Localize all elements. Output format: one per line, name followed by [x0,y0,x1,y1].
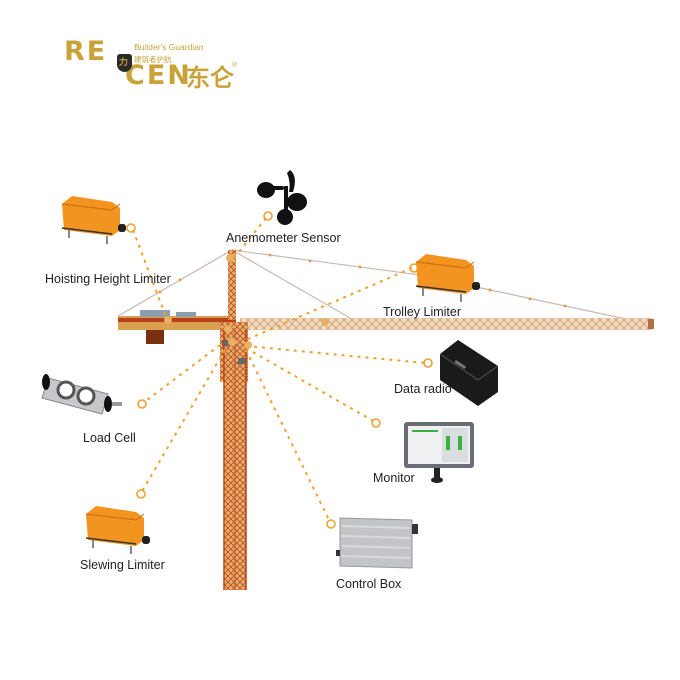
load-cell-icon [41,374,122,415]
label-trolley-limiter: Trolley Limiter [383,305,462,319]
shield-icon: 力 [117,54,132,72]
tie-cables [117,249,641,323]
limiter-box-icon-slewing [85,506,150,554]
label-hoisting-height-limiter: Hoisting Height Limiter [45,272,171,286]
logo-cen: CEN [125,60,192,91]
registered-mark: ® [232,62,238,69]
mast-top [228,250,236,320]
logo-tagline-cn: 建筑者护航 [134,55,172,64]
label-monitor: Monitor [373,471,415,485]
label-load-cell: Load Cell [83,431,136,445]
jib [240,318,652,330]
connector-lines [132,217,426,523]
shield-char: 力 [119,57,129,67]
limiter-box-icon-trolley [415,254,480,302]
logo-chinese: 东仑 [186,64,234,92]
logo-re: RE [64,36,108,67]
label-anemometer-sensor: Anemometer Sensor [226,231,341,245]
control-box-icon [336,517,418,569]
counterweight [146,330,164,344]
label-data-radio: Data radio [394,382,452,396]
label-slewing-limiter: Slewing Limiter [80,558,165,572]
limiter-box-icon-hoisting [61,196,126,244]
monitor-icon [404,422,474,483]
connector-rings [126,211,433,529]
label-control-box: Control Box [336,577,402,591]
radio-box-icon [439,340,499,406]
logo-tagline: Builder's Guardian [134,42,204,52]
anemometer-icon [257,170,307,225]
